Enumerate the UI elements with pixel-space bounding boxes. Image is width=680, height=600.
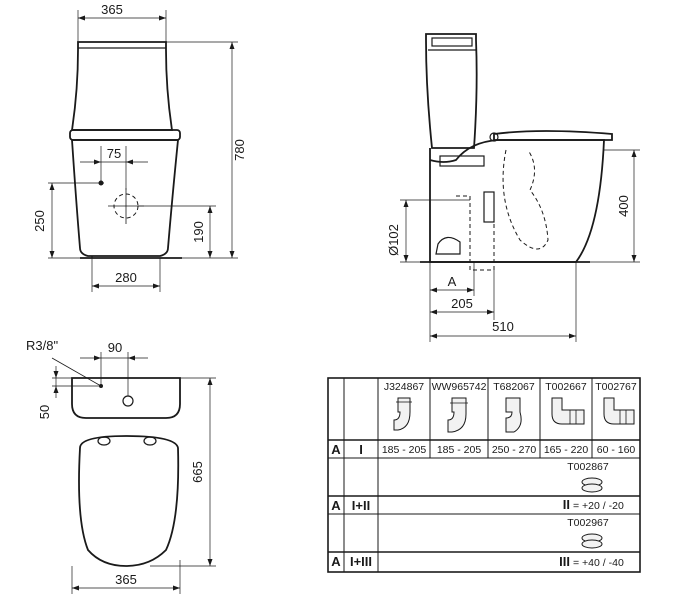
dim-top-depth: 665 xyxy=(190,461,205,483)
fitting-table: J324867 WW965742 T682067 T002667 T002767 xyxy=(327,377,641,573)
fitting-code-1: J324867 xyxy=(384,381,424,393)
fitting-code-5: T002767 xyxy=(595,381,637,393)
fitting-icon-1 xyxy=(393,397,412,431)
row2-label: I+II xyxy=(352,498,370,513)
dim-top-offset-50: 50 xyxy=(37,405,52,419)
dim-front-width: 365 xyxy=(101,2,123,17)
row3-col-a: A xyxy=(331,554,341,569)
fitting-range-2: 185 - 205 xyxy=(437,444,482,456)
fitting-range-1: 185 - 205 xyxy=(382,444,427,456)
side-view: Ø102 400 A 205 510 xyxy=(386,33,640,342)
row1-label: I xyxy=(359,442,363,457)
fitting-code-3: T682067 xyxy=(493,381,535,393)
dim-side-seat-height: 400 xyxy=(616,195,631,217)
top-seat-outline xyxy=(78,435,180,567)
fitting-range-4: 165 - 220 xyxy=(544,444,589,456)
top-cistern-outline xyxy=(71,377,181,419)
fitting-range-3: 250 - 270 xyxy=(492,444,537,456)
side-seat-lid xyxy=(493,130,613,141)
label-thread: R3/8" xyxy=(26,338,58,353)
ext2-code: T002867 xyxy=(567,461,609,473)
ext3-label: III xyxy=(559,554,570,569)
dim-front-outlet-height: 190 xyxy=(191,221,206,243)
ext2-ring-icon xyxy=(581,477,603,493)
side-cistern-outline xyxy=(425,33,478,149)
fitting-range-5: 60 - 160 xyxy=(597,444,636,456)
ext3-code: T002967 xyxy=(567,517,609,529)
front-bowl-outline xyxy=(71,139,179,257)
dim-front-offset: 75 xyxy=(107,146,121,161)
row1-col-a: A xyxy=(331,442,341,457)
front-cistern-outline xyxy=(70,41,174,131)
dim-front-base: 280 xyxy=(115,270,137,285)
front-seat xyxy=(69,129,181,141)
ext2-label: II xyxy=(563,497,570,512)
side-bowl-outline xyxy=(429,139,605,263)
fitting-icon-3 xyxy=(505,397,522,433)
dim-top-width: 365 xyxy=(115,572,137,587)
dim-side-205: 205 xyxy=(451,296,473,311)
row2-col-a: A xyxy=(331,498,341,513)
fitting-icon-5 xyxy=(603,397,635,425)
dim-side-a: A xyxy=(448,274,457,289)
ext2-value: = +20 / -20 xyxy=(573,500,624,512)
dim-front-height: 780 xyxy=(232,139,247,161)
top-flush-button xyxy=(122,395,134,407)
fitting-code-4: T002667 xyxy=(545,381,587,393)
ext3-value: = +40 / -40 xyxy=(573,557,624,569)
dim-side-diameter: Ø102 xyxy=(386,224,401,256)
top-view: R3/8" 90 50 665 365 xyxy=(26,338,216,594)
fitting-code-2: WW965742 xyxy=(432,381,487,393)
dim-side-510: 510 xyxy=(492,319,514,334)
ext3-ring-icon xyxy=(581,533,603,549)
fitting-icon-4 xyxy=(551,397,585,425)
front-view: 365 75 780 250 190 280 xyxy=(32,2,247,292)
dim-top-offset-90: 90 xyxy=(108,340,122,355)
fitting-icon-2 xyxy=(447,397,468,433)
row3-label: I+III xyxy=(350,554,372,569)
dim-front-inlet-height: 250 xyxy=(32,210,47,232)
side-trapway xyxy=(502,149,549,250)
